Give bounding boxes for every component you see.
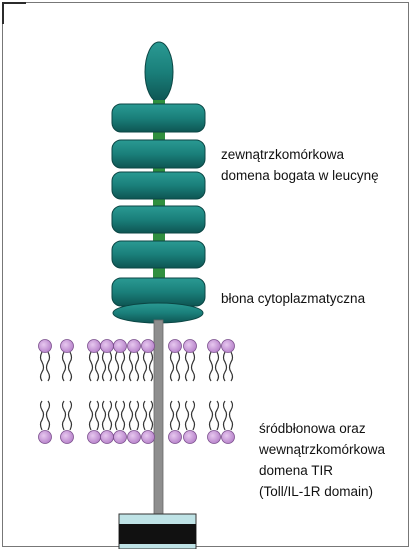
lipid-tail (171, 352, 180, 381)
lipid-tail (90, 401, 99, 430)
lipid-tail (186, 401, 195, 430)
lipid-head (61, 340, 74, 353)
tir-domain (119, 514, 196, 549)
label-line: domena bogata w leucynę (221, 165, 379, 186)
lipid-tail (171, 401, 180, 430)
lipid-head (39, 340, 52, 353)
label-line: (Toll/IL-1R domain) (259, 481, 385, 502)
lipid-head (101, 431, 114, 444)
extracellular-domain-label: zewnątrzkomórkowa domena bogata w leucyn… (221, 144, 379, 186)
label-line: śródbłonowa oraz (259, 418, 385, 439)
lipid-tail (144, 401, 153, 430)
lipid-head (39, 431, 52, 444)
lipid-head (128, 340, 141, 353)
lrr-domain (112, 172, 205, 199)
lipid-head (208, 431, 221, 444)
lipid-tail (63, 352, 72, 381)
lipid-tail (116, 401, 125, 430)
lipid-head (169, 340, 182, 353)
lipid-head (169, 431, 182, 444)
lipid-tail (130, 401, 139, 430)
lipid-head (114, 340, 127, 353)
lrr-domain (112, 206, 205, 233)
lrr-domain (112, 104, 205, 132)
lipid-tail (224, 352, 233, 381)
lipid-head (142, 431, 155, 444)
lipid-head (142, 340, 155, 353)
lipid-tail (130, 352, 139, 381)
lipid-head (208, 340, 221, 353)
lrr-domain (112, 278, 205, 306)
label-line: domena TIR (259, 460, 385, 481)
lipid-tail (210, 352, 219, 381)
top-cap-domain (145, 42, 173, 102)
lipid-tail (186, 352, 195, 381)
lipid-tail (103, 401, 112, 430)
lipid-tail (116, 352, 125, 381)
lipid-tail (41, 352, 50, 381)
membrane-label: błona cytoplazmatyczna (221, 288, 365, 309)
lrr-domain (112, 241, 205, 268)
lipid-bilayer (39, 340, 235, 444)
lipid-head (114, 431, 127, 444)
lipid-head (184, 431, 197, 444)
lipid-head (88, 431, 101, 444)
lipid-tail (224, 401, 233, 430)
lipid-tail (90, 352, 99, 381)
lipid-head (184, 340, 197, 353)
lipid-tail (63, 401, 72, 430)
lipid-tail (144, 352, 153, 381)
lipid-tail (41, 401, 50, 430)
lipid-head (88, 340, 101, 353)
label-line: błona cytoplazmatyczna (221, 288, 365, 309)
lipid-tail (103, 352, 112, 381)
lipid-head (61, 431, 74, 444)
lipid-head (101, 340, 114, 353)
label-line: zewnątrzkomórkowa (221, 144, 379, 165)
lrr-domain (112, 140, 205, 168)
lipid-head (222, 340, 235, 353)
tir-domain-label: śródbłonowa oraz wewnątrzkomórkowa domen… (259, 418, 385, 502)
transmembrane-stalk (154, 320, 163, 518)
lipid-head (128, 431, 141, 444)
lipid-tail (210, 401, 219, 430)
label-line: wewnątrzkomórkowa (259, 439, 385, 460)
lipid-head (222, 431, 235, 444)
